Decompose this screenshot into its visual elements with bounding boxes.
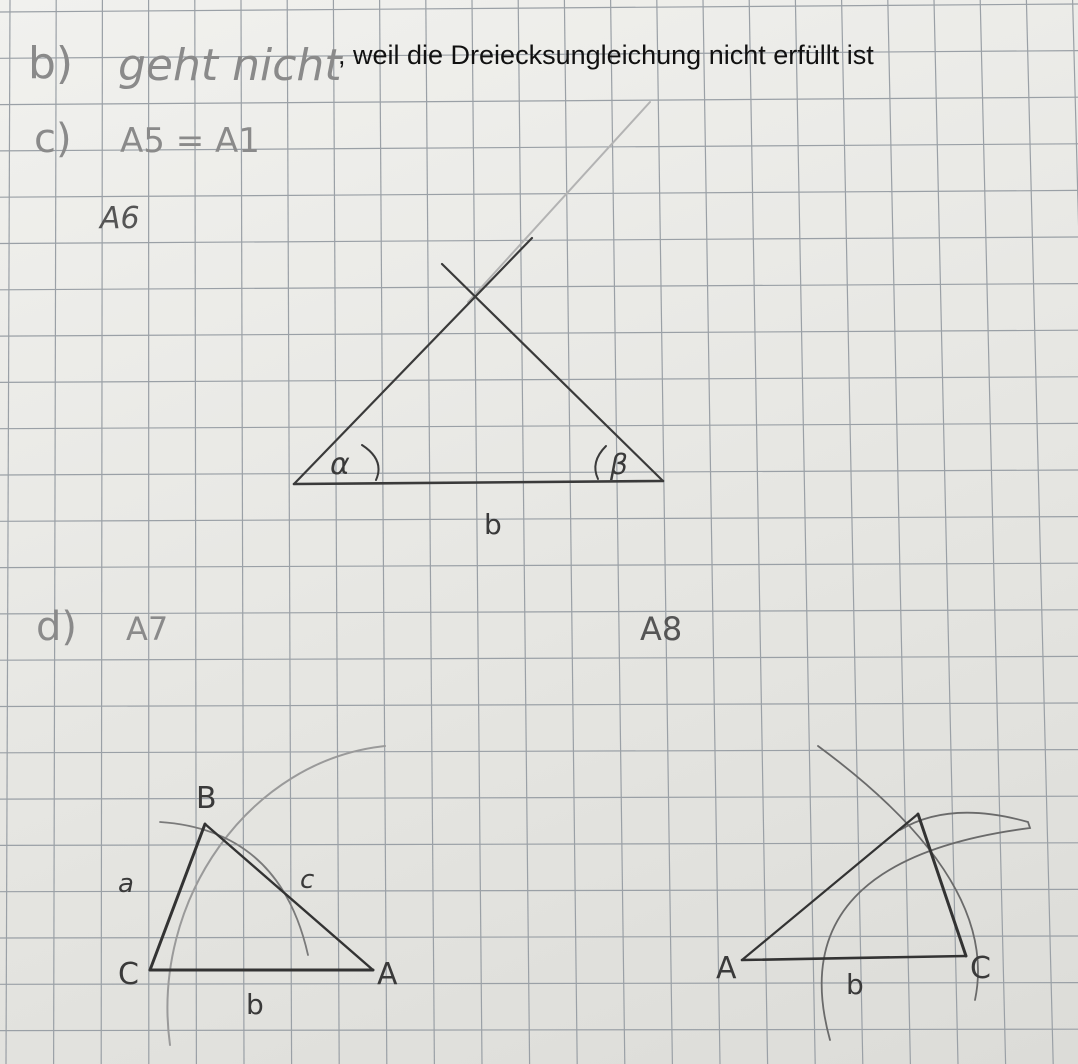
grid-line-vertical [425, 0, 435, 1064]
a8-side-bc [916, 812, 968, 958]
grid-line-horizontal [0, 376, 1078, 383]
grid-line-horizontal [0, 329, 1078, 337]
grid-line-horizontal [0, 96, 1078, 106]
a8-vertex-c: C [970, 951, 991, 986]
a8-vertex-a: A [716, 951, 737, 986]
typed-annotation: , weil die Dreiecksungleichung nicht erf… [338, 40, 874, 70]
grid-line-vertical [563, 0, 578, 1064]
grid-line-vertical [332, 0, 340, 1064]
vertex-b: B [196, 781, 217, 816]
compass-arc-left [817, 745, 979, 1001]
grid-line-horizontal [0, 515, 1078, 522]
grid-line-vertical [53, 0, 57, 1064]
grid-line-vertical [100, 0, 104, 1064]
heading-d: d) [36, 604, 77, 650]
grid-line-vertical [471, 0, 483, 1064]
grid-line-horizontal [0, 748, 1078, 754]
triangle-a6-right-side [440, 262, 665, 483]
side-c [203, 822, 375, 972]
beta-arc [594, 445, 607, 480]
grid-line-vertical [979, 0, 1007, 1064]
grid-line-vertical [841, 0, 864, 1064]
grid-line-horizontal [0, 562, 1078, 569]
heading-b: b) [28, 38, 73, 89]
grid-line-horizontal [0, 283, 1078, 291]
alpha-arc [361, 444, 380, 481]
a8-side-b-label: b [846, 968, 864, 1001]
grid-line-vertical [517, 0, 531, 1064]
grid-line-vertical [286, 0, 293, 1064]
triangle-a6-base [292, 479, 665, 486]
side-b-label-a6: b [484, 508, 502, 541]
side-a-label: a [118, 869, 134, 899]
triangle-a6 [292, 101, 665, 486]
grid-line-vertical [240, 0, 245, 1064]
extension-line-light [467, 101, 651, 303]
grid-line-horizontal [0, 1028, 1078, 1032]
grid-line-vertical [794, 0, 816, 1064]
grid-line-horizontal [0, 50, 1078, 59]
heading-b-text: geht nicht [118, 40, 343, 91]
grid-line-vertical [656, 0, 673, 1064]
triangle-a7 [148, 745, 386, 1046]
grid-line-vertical [1072, 0, 1078, 227]
vertex-a: A [377, 957, 398, 992]
grid-line-horizontal [0, 143, 1078, 152]
compass-arc-right [820, 811, 1032, 1041]
grid-line-vertical [887, 0, 911, 1064]
compass-arc-large [166, 745, 386, 1046]
grid-line-vertical [379, 0, 388, 1064]
grid-line-horizontal [0, 189, 1078, 198]
side-a [148, 822, 207, 972]
grid-line-horizontal [0, 795, 1078, 800]
d-label-a7: A7 [126, 610, 168, 648]
grid-line-horizontal [0, 935, 1078, 939]
grid-line-vertical [702, 0, 721, 1064]
grid-line-vertical [610, 0, 626, 1064]
vertex-c: C [118, 957, 139, 992]
grid-line-horizontal [0, 609, 1078, 615]
a8-side-ab [740, 812, 920, 962]
grid-line-horizontal [0, 422, 1078, 430]
side-b-label-a7: b [246, 988, 264, 1021]
d-label-a8: A8 [640, 610, 682, 648]
compass-arc-small [159, 821, 309, 956]
grid-line-vertical [5, 0, 11, 1064]
grid-line-horizontal [0, 3, 1078, 13]
triangle-a8 [740, 745, 1032, 1041]
c-equation: A5 = A1 [120, 121, 260, 161]
grid-line-vertical [748, 0, 769, 1064]
angle-alpha: α [330, 447, 350, 482]
grid-line-vertical [933, 0, 959, 1064]
grid-line-horizontal [0, 702, 1078, 708]
grid-line-horizontal [0, 888, 1078, 893]
heading-c: c) [34, 116, 72, 162]
grid-line-horizontal [0, 842, 1078, 847]
grid-line-horizontal [0, 981, 1078, 985]
grid-line-horizontal [0, 469, 1078, 476]
grid-line-horizontal [0, 655, 1078, 661]
a8-side-b-base [740, 954, 968, 962]
grid-line-vertical [1025, 0, 1054, 1064]
c-label-a6: A6 [98, 201, 140, 236]
side-c-label: c [300, 865, 314, 895]
grid-line-horizontal [0, 236, 1078, 245]
triangle-a6-left-side [292, 236, 534, 486]
angle-beta: β [609, 448, 628, 481]
